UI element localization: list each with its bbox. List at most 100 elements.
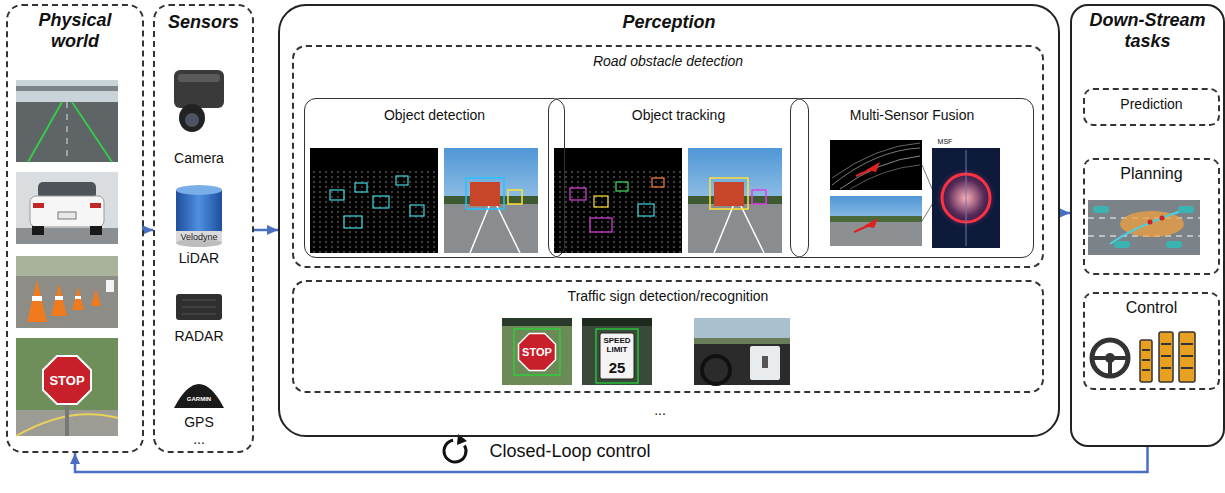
- tracking-lidar-image-part: [570, 188, 586, 200]
- speed-limit-image-part: [582, 318, 652, 326]
- fusion-images-part: [966, 150, 967, 246]
- planning-image-part: [1088, 200, 1200, 255]
- cones-photo-part: [55, 296, 63, 300]
- radar-icon-part: [182, 307, 216, 308]
- tracking-camera-image-part: [714, 204, 734, 253]
- detection-lidar-image-part: [355, 183, 367, 192]
- brand-text: Velodyne: [180, 232, 217, 242]
- detection-camera-image-part: [508, 190, 522, 204]
- radar-icon-part: [182, 300, 216, 301]
- cones-photo-part: [27, 280, 47, 322]
- car-photo-part: [32, 226, 44, 235]
- car-interior-image-part: [762, 356, 768, 368]
- node-heading: Planning: [1085, 165, 1218, 183]
- car-interior-image-part: [702, 356, 730, 384]
- fusion-images-part: [830, 196, 922, 246]
- control-icons-part: [1108, 358, 1112, 376]
- control-icons-part: [1161, 355, 1171, 357]
- tracking-lidar-image-part: [652, 178, 664, 187]
- camera-icon-part: [178, 74, 220, 82]
- car-photo: [16, 172, 118, 244]
- detection-camera-image-part: [496, 204, 520, 253]
- planning-image-part: [1148, 220, 1153, 225]
- car-photo-part: [33, 203, 44, 208]
- tracking-lidar-image-part: [554, 170, 682, 253]
- loop-icon-part: [444, 440, 466, 462]
- flow-arrow: [144, 229, 153, 232]
- stop-sign-detection-image-part: [514, 329, 560, 375]
- node-heading: Control: [1085, 299, 1218, 317]
- detection-lidar-image-part: [310, 148, 438, 253]
- node-heading: Road obstacle detection: [294, 53, 1042, 69]
- tracking-lidar-image-part: [590, 218, 612, 232]
- flow-arrow: [254, 229, 278, 232]
- planning-image-part: [1110, 208, 1190, 244]
- radar-icon: [176, 294, 222, 320]
- car-photo-part: [30, 196, 104, 227]
- task-box: Prediction: [1083, 88, 1220, 126]
- planning-image-part: [1160, 216, 1165, 221]
- camera-icon-part: [185, 113, 199, 127]
- planning-image-part: [1114, 241, 1130, 248]
- detection-lidar-image: [310, 148, 438, 253]
- fusion-images-part: [830, 140, 922, 190]
- lidar-icon-part: [176, 190, 222, 242]
- stop-sign-photo-part: [16, 338, 118, 436]
- node-heading: Traffic sign detection/recognition: [294, 288, 1042, 304]
- cones-photo-part: [72, 287, 84, 310]
- tracking-camera-image: [688, 148, 782, 253]
- node-heading: Perception: [280, 12, 1058, 33]
- sign-text: STOP: [49, 373, 84, 388]
- cones-photo-part: [106, 280, 114, 292]
- figure-tag: MSF: [938, 138, 953, 145]
- radar-icon-part: [182, 314, 216, 315]
- speed-limit-image-part: [596, 329, 638, 383]
- group-box: Traffic sign detection/recognition: [292, 280, 1044, 393]
- sensor-label: RADAR: [174, 328, 223, 344]
- speed-limit-image-part: [582, 318, 652, 385]
- tracking-camera-image-part: [752, 190, 766, 204]
- task-box: Planning: [1083, 158, 1220, 275]
- detection-camera-image-part: [470, 204, 490, 253]
- tracking-lidar-image-part: [638, 204, 654, 216]
- car-photo-part: [16, 228, 118, 244]
- tracking-camera-image-part: [710, 178, 748, 209]
- node-heading: Object tracking: [549, 107, 808, 123]
- fusion-images-part: [830, 222, 922, 246]
- road-photo: [16, 80, 118, 162]
- car-interior-image-part: [750, 346, 780, 380]
- sensor-label: LiDAR: [179, 250, 219, 266]
- module-box: Object detection: [304, 98, 565, 258]
- camera-icon: [174, 70, 224, 132]
- planning-image-part: [1166, 241, 1182, 248]
- detection-camera-image: [444, 148, 538, 253]
- camera-icon-part: [179, 104, 205, 132]
- stop-sign-detection-image: [502, 318, 572, 385]
- car-photo-part: [58, 212, 76, 219]
- stop-sign-detection-image-part: [502, 318, 572, 385]
- node-heading: Prediction: [1085, 96, 1218, 112]
- group-box: Road obstacle detectionObject detectionO…: [292, 45, 1044, 268]
- control-icons-part: [1142, 349, 1150, 351]
- tracking-camera-image-part: [714, 182, 744, 206]
- detection-camera-image-part: [444, 204, 538, 253]
- flow-arrow: [1060, 212, 1070, 215]
- fusion-images: [830, 140, 1000, 248]
- cones-photo-part: [91, 289, 101, 306]
- lidar-icon-part: [176, 231, 222, 243]
- speed-limit-image: [582, 318, 652, 385]
- node-heading: Object detection: [305, 107, 564, 123]
- cones-photo-part: [16, 256, 118, 328]
- control-icons-part: [1179, 332, 1195, 382]
- tracking-lidar-image-part: [594, 196, 608, 207]
- detection-lidar-image-part: [330, 190, 344, 200]
- gps-icon-part: [174, 384, 224, 408]
- car-interior-image-part: [694, 338, 790, 344]
- fusion-images-part: [832, 143, 920, 178]
- detection-lidar-image-part: [344, 216, 362, 228]
- node-heading: Multi-Sensor Fusion: [791, 107, 1033, 123]
- detection-lidar-image-part: [410, 205, 424, 216]
- tracking-lidar-image-part: [554, 148, 682, 253]
